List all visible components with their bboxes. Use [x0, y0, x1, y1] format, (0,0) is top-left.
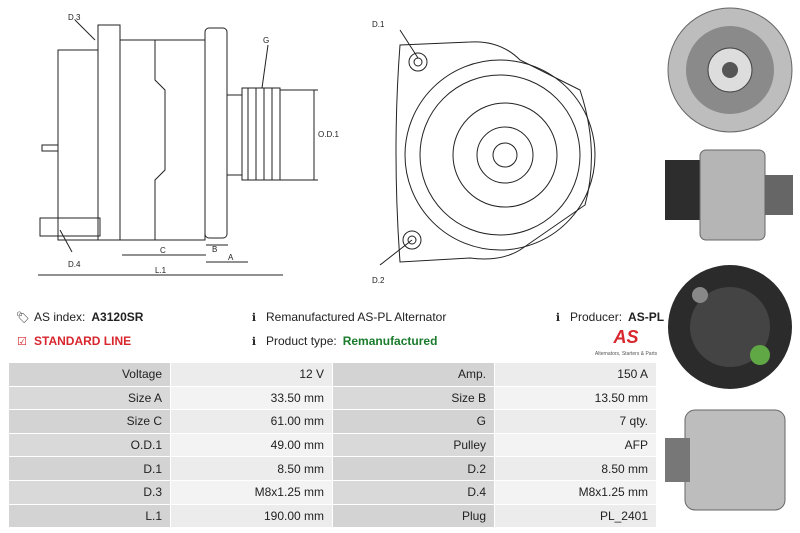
product-photo-rear [668, 265, 792, 389]
spec-label: Size A [8, 385, 171, 411]
label-l1: L.1 [155, 266, 167, 275]
spec-value: AFP [494, 432, 657, 458]
label-d4: D.4 [68, 260, 81, 269]
spec-value: 7 qty. [494, 409, 657, 434]
spec-label: G [332, 409, 495, 434]
description: ℹ Remanufactured AS-PL Alternator [248, 310, 446, 324]
spec-value: PL_2401 [494, 503, 657, 529]
as-index: 🏷 AS index: A3120SR [16, 310, 143, 324]
spec-label: D.2 [332, 456, 495, 481]
logo-tagline: Alternators, Starters & Parts [595, 351, 658, 357]
dimension-labels: D.3 G O.D.1 D.4 C B A L.1 D.1 D.2 [68, 13, 385, 285]
rear-cover [57, 49, 99, 241]
label-a: A [228, 253, 234, 262]
product-photo-angle [665, 409, 786, 511]
spec-value: M8x1.25 mm [170, 479, 333, 505]
label-d3: D.3 [68, 13, 81, 22]
standard-line-label: STANDARD LINE [34, 334, 132, 348]
spec-value: 150 A [494, 362, 657, 387]
front-flange [395, 41, 592, 263]
spec-label: D.4 [332, 479, 495, 505]
rear-housing [97, 24, 121, 241]
spec-value: 8.50 mm [170, 456, 333, 481]
check-square-icon: ☑ [17, 335, 27, 348]
product-type-value: Remanufactured [342, 334, 438, 348]
product-type-label: Product type: [266, 334, 337, 348]
product-type: ℹ Product type: Remanufactured [248, 334, 438, 348]
pulley [241, 87, 281, 181]
product-photo-side [665, 149, 793, 241]
label-g: G [263, 36, 269, 45]
info-icon: ℹ [555, 311, 561, 324]
connector-d4 [39, 217, 101, 237]
spec-value: 12 V [170, 362, 333, 387]
logo-text: AS [612, 327, 638, 347]
spec-value: 61.00 mm [170, 409, 333, 434]
spec-label: D.1 [8, 456, 171, 481]
label-c: C [160, 246, 166, 255]
as-index-value: A3120SR [91, 310, 144, 324]
standard-line: ☑ STANDARD LINE [16, 334, 131, 348]
spec-label: Size C [8, 409, 171, 434]
spec-label: L.1 [8, 503, 171, 529]
info-icon: ℹ [251, 335, 257, 348]
spec-label: Plug [332, 503, 495, 529]
technical-drawing: D.3 G O.D.1 D.4 C B A L.1 D.1 D.2 [38, 13, 596, 285]
product-info: 🏷 AS index: A3120SR ☑ STANDARD LINE ℹ Re… [0, 300, 664, 362]
spec-label: Size B [332, 385, 495, 411]
mount-hole-d1 [408, 52, 428, 72]
front-housing [204, 27, 228, 239]
fan [226, 94, 243, 176]
spec-value: M8x1.25 mm [494, 479, 657, 505]
producer: ℹ Producer: AS-PL [552, 310, 664, 324]
spec-value: 49.00 mm [170, 432, 333, 458]
spec-label: Pulley [332, 432, 495, 458]
spec-value: 33.50 mm [170, 385, 333, 411]
as-index-label: AS index: [34, 310, 86, 324]
label-od1: O.D.1 [318, 130, 339, 139]
as-pl-logo: AS Alternators, Starters & Parts [595, 327, 658, 357]
spec-label: Amp. [332, 362, 495, 387]
description-text: Remanufactured AS-PL Alternator [266, 310, 447, 324]
label-d1: D.1 [372, 20, 385, 29]
spec-label: D.3 [8, 479, 171, 505]
product-photo-front [667, 7, 793, 133]
spec-value: 13.50 mm [494, 385, 657, 411]
spec-label: O.D.1 [8, 432, 171, 458]
producer-value: AS-PL [628, 310, 665, 324]
spec-value: 8.50 mm [494, 456, 657, 481]
spec-label: Voltage [8, 362, 171, 387]
stud-d3 [41, 144, 59, 152]
label-d2: D.2 [372, 276, 385, 285]
stator-body [119, 39, 206, 241]
producer-label: Producer: [570, 310, 623, 324]
mount-hole-d2 [402, 230, 422, 250]
label-b: B [212, 245, 217, 254]
spec-value: 190.00 mm [170, 503, 333, 529]
info-icon: ℹ [251, 311, 257, 324]
tag-icon: 🏷 [16, 311, 30, 324]
